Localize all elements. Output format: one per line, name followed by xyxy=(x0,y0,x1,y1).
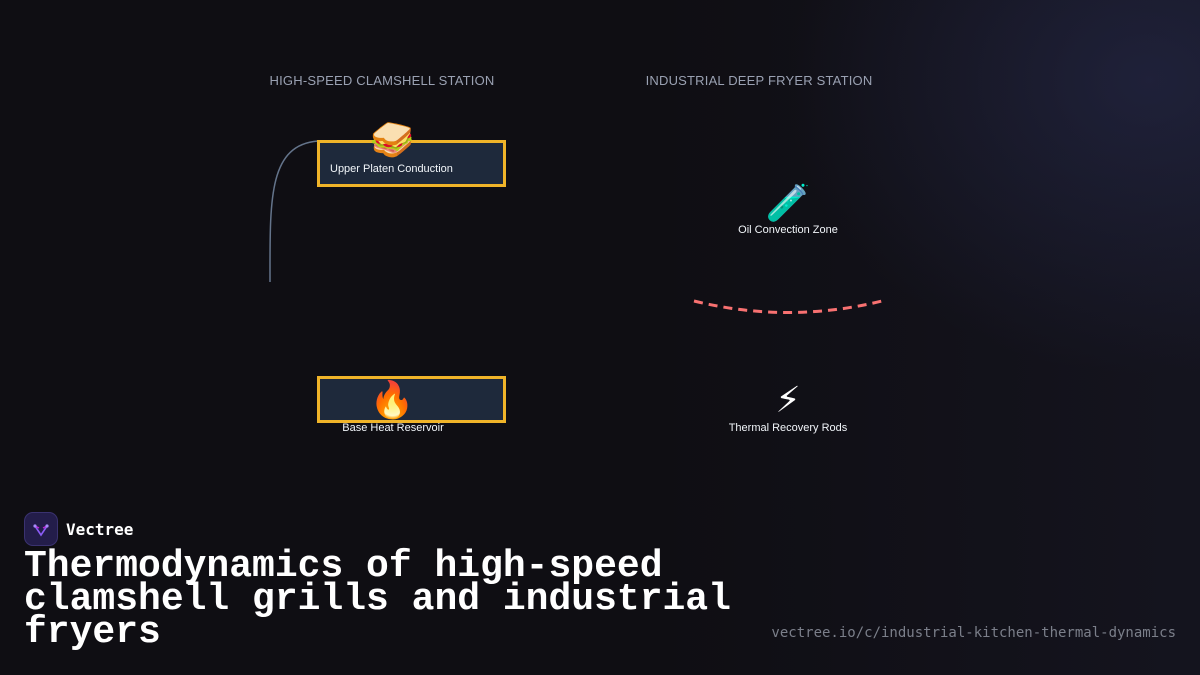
oil-convection-zone-label: Oil Convection Zone xyxy=(738,224,838,236)
conduction-link xyxy=(269,140,319,283)
test-tube-icon[interactable]: 🧪 xyxy=(765,183,811,224)
fire-icon: 🔥 xyxy=(369,380,415,421)
brand-name: Vectree xyxy=(66,519,134,539)
page-title: Thermodynamics of high-speed clamshell g… xyxy=(24,545,731,654)
brand: Vectree xyxy=(24,512,133,546)
upper-platen-label: Upper Platen Conduction xyxy=(330,163,453,175)
station-title-clamshell: HIGH-SPEED CLAMSHELL STATION xyxy=(269,73,495,88)
source-url[interactable]: vectree.io/c/industrial-kitchen-thermal-… xyxy=(771,625,1176,641)
upper-platen-node[interactable] xyxy=(317,140,506,187)
sandwich-icon: 🥪 xyxy=(369,120,415,161)
base-heat-reservoir-node[interactable] xyxy=(317,376,506,423)
thermal-recovery-rods-label: Thermal Recovery Rods xyxy=(728,422,848,434)
base-heat-reservoir-label: Base Heat Reservoir xyxy=(342,422,444,434)
station-title-fryer: INDUSTRIAL DEEP FRYER STATION xyxy=(645,73,873,88)
vectree-logo-icon xyxy=(24,512,58,546)
heat-transfer-link xyxy=(693,299,883,314)
lightning-icon[interactable]: ⚡ xyxy=(775,380,801,421)
